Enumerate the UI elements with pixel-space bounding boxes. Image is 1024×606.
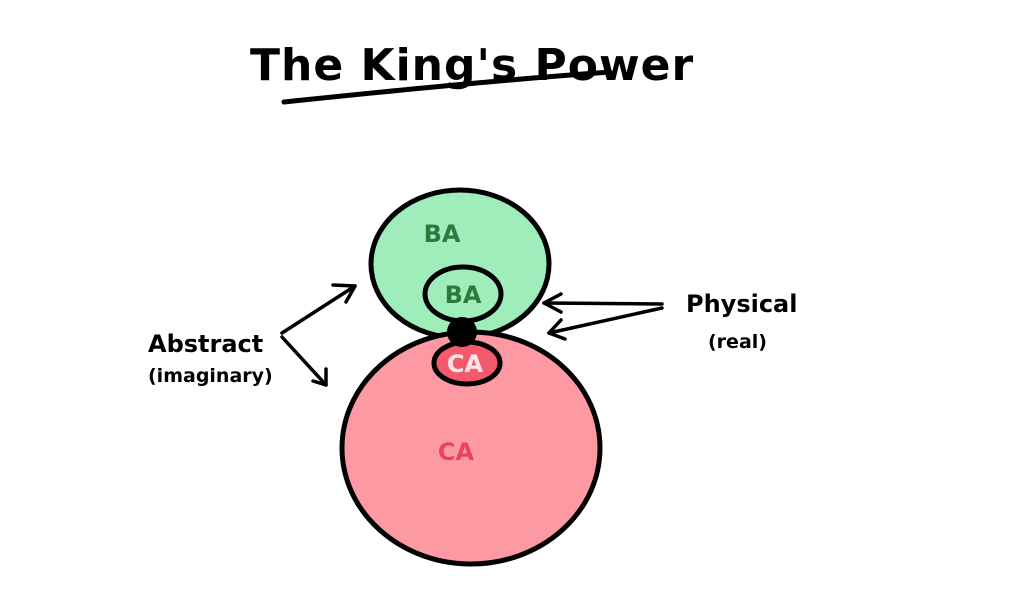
left-arrow-down-head [311,367,328,387]
right-arrow-top-head [542,292,563,314]
left-arrow-down-shaft [280,335,328,387]
left-arrow-up-shaft [280,284,357,335]
junction-dot [447,317,477,347]
right-arrow-top-shaft [542,301,664,306]
inner-bottom-label: CA [447,350,484,378]
outer-top-label: BA [424,220,461,248]
title-underline [281,69,613,105]
left-label-sub: (imaginary) [148,365,273,387]
left-label-main: Abstract [148,330,263,358]
inner-top-label: BA [445,281,482,309]
right-arrow-bottom-head [547,318,567,341]
right-arrow-bottom-shaft [547,306,664,335]
right-label-sub: (real) [708,331,767,353]
right-arrows [542,292,664,341]
right-label-main: Physical [686,290,797,318]
left-arrow-up-head [331,283,357,304]
left-arrows [280,283,357,387]
outer-bottom-label: CA [438,438,475,466]
